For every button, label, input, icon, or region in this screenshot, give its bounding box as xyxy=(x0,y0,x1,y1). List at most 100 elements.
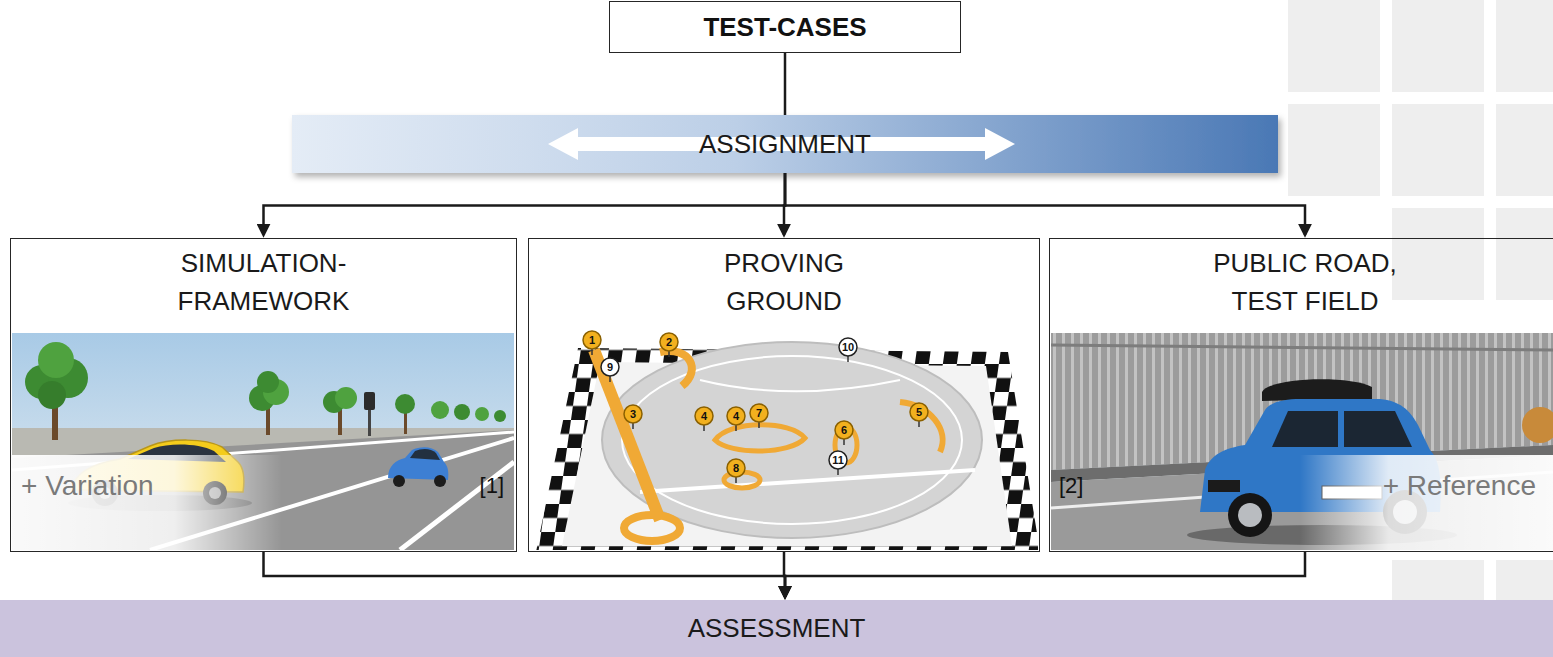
pin-slot: 10 xyxy=(837,340,859,354)
track xyxy=(594,350,660,520)
map-pin xyxy=(750,404,768,422)
background-square xyxy=(1496,0,1553,92)
callout-number: 8 xyxy=(733,461,739,475)
barrier-rail xyxy=(1051,345,1553,350)
traffic-light xyxy=(364,392,375,410)
canopy xyxy=(38,342,74,378)
background-square xyxy=(1496,560,1553,600)
canopy xyxy=(431,401,449,419)
pin-slot: 5 xyxy=(908,405,930,419)
canopy xyxy=(454,404,470,420)
track xyxy=(900,402,943,452)
map-pin xyxy=(695,407,713,425)
fade-overlay xyxy=(12,455,282,550)
map-pin xyxy=(601,358,619,376)
car-grille xyxy=(1208,480,1240,492)
pin-stem xyxy=(591,349,593,355)
connector-arrow xyxy=(785,173,1305,235)
canopy xyxy=(494,410,506,422)
map-pin xyxy=(727,407,745,425)
proving-ground-map xyxy=(530,330,1038,550)
panel-title: SIMULATION- FRAMEWORK xyxy=(154,244,374,320)
track xyxy=(715,425,805,451)
pin-stem xyxy=(703,425,705,431)
roof-box xyxy=(1262,379,1372,401)
panel-footer: [2] + Reference xyxy=(1050,469,1553,503)
canopy xyxy=(38,381,66,409)
sky xyxy=(12,333,514,550)
runway xyxy=(640,470,975,492)
pin-slot: 2 xyxy=(658,335,680,349)
road-photo xyxy=(1051,333,1553,550)
band-title: ASSIGNMENT xyxy=(699,128,871,161)
callout-number: 5 xyxy=(916,405,922,419)
background-square xyxy=(1392,104,1484,196)
callout-number: 3 xyxy=(630,407,636,421)
pin-stem xyxy=(609,376,611,382)
proving-ground-panel: PROVING GROUND xyxy=(528,238,1040,552)
wheel xyxy=(434,475,446,487)
callout-number: 1 xyxy=(589,333,595,347)
map-pin xyxy=(910,403,928,421)
band-title: ASSESSMENT xyxy=(688,612,866,645)
map-pin xyxy=(829,451,847,469)
trees xyxy=(25,342,506,440)
pin-slot: 1 xyxy=(581,333,603,347)
panel-title: PROVING GROUND xyxy=(697,244,872,320)
test-cases-box: TEST-CASES xyxy=(609,1,961,53)
road xyxy=(1051,455,1553,550)
map-pin xyxy=(835,421,853,439)
fade-overlay xyxy=(1300,455,1553,550)
reference-number: [1] xyxy=(480,469,504,503)
sky xyxy=(1051,333,1553,550)
canopy xyxy=(475,407,489,421)
double-arrow xyxy=(548,128,1015,160)
orange-tracks xyxy=(594,350,943,541)
callout-number: 2 xyxy=(666,335,672,349)
callout-number: 11 xyxy=(832,453,844,467)
canopy xyxy=(395,394,415,414)
pin-stem xyxy=(632,423,634,429)
public-road-panel: PUBLIC ROAD, TEST FIELD [2] + Reference xyxy=(1049,238,1553,552)
pin-slot: 4 xyxy=(725,409,747,423)
connector-arrow xyxy=(785,552,1305,597)
car-window xyxy=(410,449,440,460)
pin-slot: 6 xyxy=(833,423,855,437)
map-pin xyxy=(727,459,745,477)
wheel xyxy=(393,475,405,487)
pin-stem xyxy=(758,422,760,428)
track xyxy=(660,351,692,386)
oval-lane xyxy=(622,356,962,524)
map-pins xyxy=(583,331,928,483)
pin-slot: 8 xyxy=(725,461,747,475)
panel-title: PUBLIC ROAD, TEST FIELD xyxy=(1198,244,1413,320)
pin-stem xyxy=(918,421,920,427)
background-square xyxy=(1288,104,1380,196)
pin-slot: 9 xyxy=(599,360,621,374)
box-title: TEST-CASES xyxy=(703,11,866,44)
connector-line xyxy=(784,53,787,115)
car-window xyxy=(1272,411,1412,447)
callout-number: 10 xyxy=(842,340,854,354)
reference-number: [2] xyxy=(1059,469,1083,503)
panel-footer: + Variation[1] xyxy=(11,469,516,503)
callout-number: 6 xyxy=(841,423,847,437)
panel-note: + Reference xyxy=(1383,469,1536,503)
map-pin xyxy=(583,331,601,349)
assignment-band: ASSIGNMENT xyxy=(292,115,1278,173)
background-square xyxy=(1288,0,1380,92)
pin-stem xyxy=(735,425,737,431)
background-square xyxy=(1392,208,1484,300)
pin-stem xyxy=(843,439,845,445)
pin-slot: 7 xyxy=(748,406,770,420)
track xyxy=(624,515,680,541)
autumn-tree xyxy=(1522,407,1553,443)
car-pillar xyxy=(1338,411,1344,447)
background-square xyxy=(1496,208,1553,300)
site-road xyxy=(700,380,900,391)
pin-stem xyxy=(837,469,839,475)
